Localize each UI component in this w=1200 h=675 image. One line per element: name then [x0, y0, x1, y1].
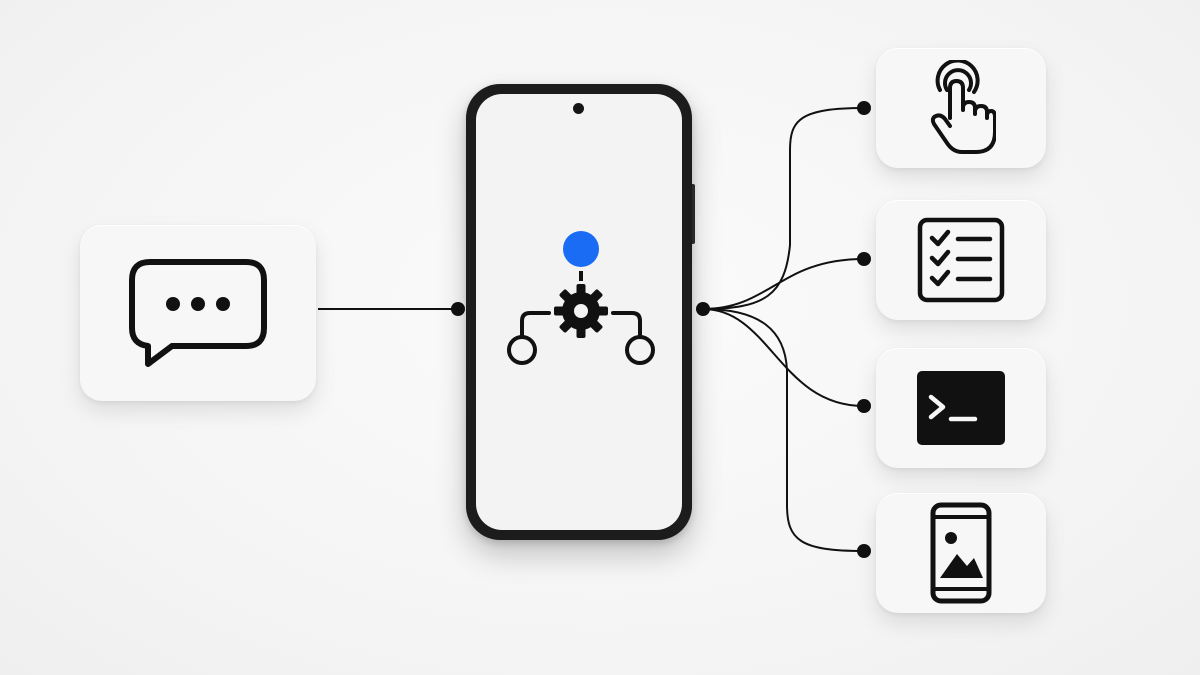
camera-dot [573, 103, 584, 114]
phone-gallery-icon [930, 502, 992, 604]
tool-card-terminal [876, 348, 1046, 468]
node-phone-out [696, 302, 710, 316]
node-terminal [857, 399, 871, 413]
node-gallery [857, 544, 871, 558]
tool-card-tap [876, 48, 1046, 168]
chat-input-card [80, 225, 316, 401]
phone-screen [476, 94, 682, 530]
wire-phone-to-terminal [702, 308, 865, 407]
wire-phone-to-checklist [702, 258, 865, 310]
checklist-icon [917, 217, 1005, 303]
tool-card-gallery [876, 493, 1046, 613]
wire-phone-to-tap [702, 107, 865, 310]
terminal-icon [917, 371, 1005, 445]
workflow-gear-icon [507, 231, 655, 365]
node-checklist [857, 252, 871, 266]
tool-card-checklist [876, 200, 1046, 320]
chat-bubble-icon [129, 259, 267, 367]
agent-phone [466, 84, 695, 540]
wire-phone-to-gallery [702, 308, 865, 552]
node-tap [857, 101, 871, 115]
accent-dot [563, 231, 599, 267]
tap-hand-icon [930, 60, 996, 154]
node-input-end [451, 302, 465, 316]
